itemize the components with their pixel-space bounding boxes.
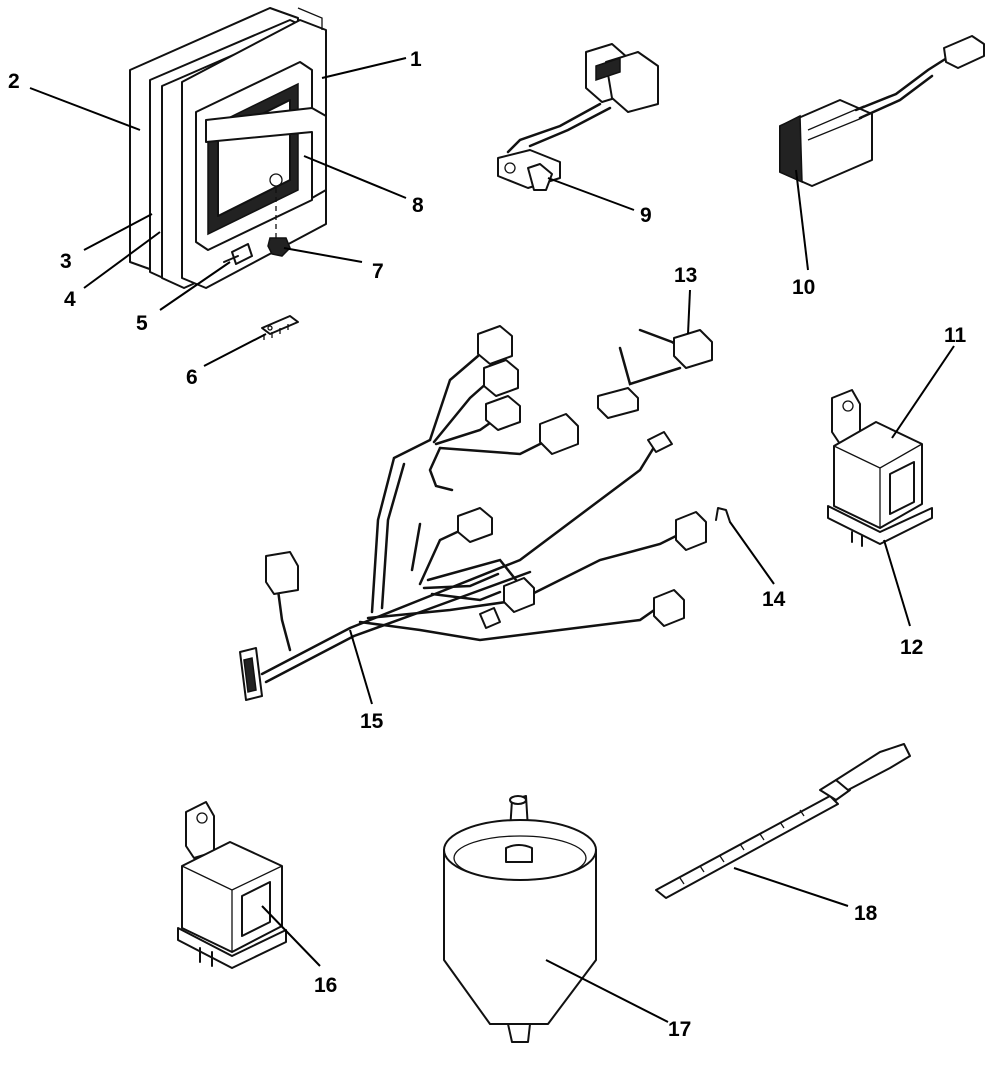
callout-15: 15: [360, 710, 384, 733]
relay-11: [827, 389, 933, 547]
leader-lines: [29, 57, 955, 1023]
module-10: [779, 35, 985, 187]
callout-9: 9: [640, 204, 652, 227]
callout-17: 17: [668, 1018, 691, 1041]
callout-10: 10: [792, 276, 815, 299]
callout-11: 11: [944, 324, 967, 347]
callout-13: 13: [674, 264, 697, 287]
callout-16: 16: [314, 974, 337, 997]
callout-8: 8: [412, 194, 424, 217]
callout-4: 4: [64, 288, 76, 311]
callout-numbers: 1 2 3 4 5 6 7 8 9 10 11 12 13 14 15 16 1…: [8, 48, 967, 1041]
wiring-harness: [239, 325, 731, 701]
callout-1: 1: [410, 48, 422, 71]
callout-6: 6: [186, 366, 198, 389]
fuel-filter-17: [443, 795, 597, 1043]
callout-14: 14: [762, 588, 786, 611]
cable-tie-18: [655, 743, 911, 899]
callout-3: 3: [60, 250, 72, 273]
ecu-assembly: [129, 7, 327, 340]
callout-18: 18: [854, 902, 878, 925]
sensor-9: [497, 43, 659, 191]
callout-7: 7: [372, 260, 384, 283]
callout-2: 2: [8, 70, 20, 93]
callout-5: 5: [136, 312, 148, 335]
callout-12: 12: [900, 636, 923, 659]
relay-16: [177, 801, 287, 969]
